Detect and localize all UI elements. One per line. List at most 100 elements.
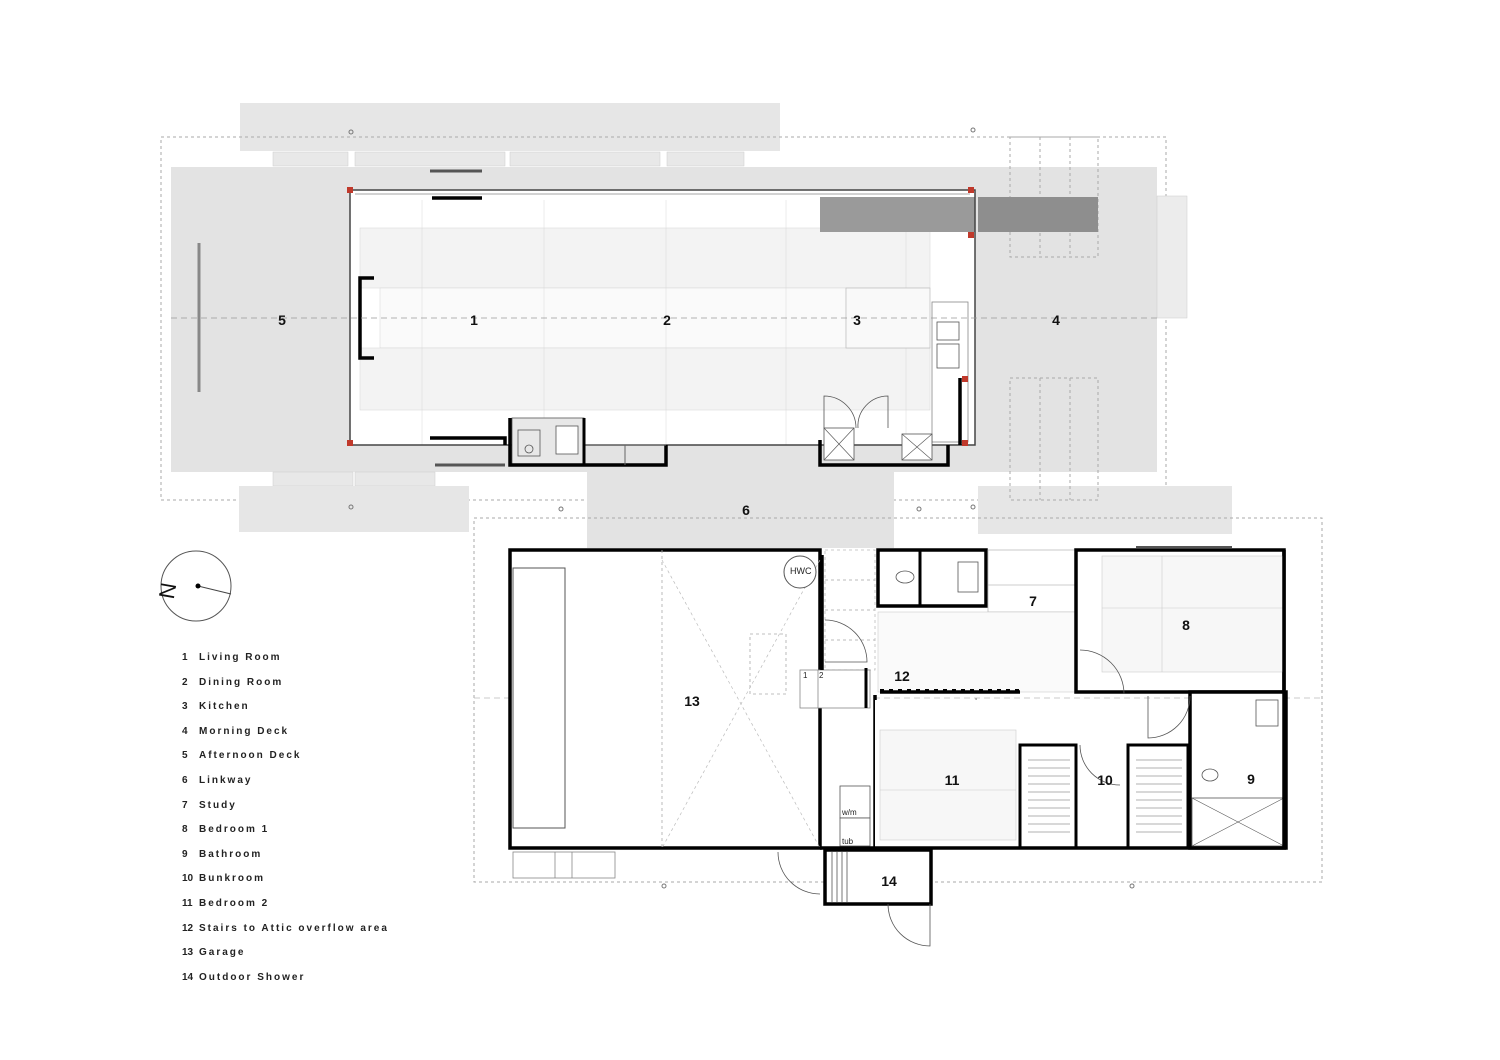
pantry-dark <box>820 197 975 232</box>
room-number-1: 1 <box>470 312 478 328</box>
legend-room-name: Morning Deck <box>199 725 290 737</box>
legend-number: 6 <box>182 774 188 786</box>
legend-number: 11 <box>182 897 193 909</box>
upper-pavilion <box>160 103 1232 534</box>
post-marker <box>962 376 968 382</box>
door-swing <box>777 851 821 895</box>
door-swing <box>857 395 889 429</box>
step-bottom-2 <box>354 471 436 487</box>
wall-segment <box>508 418 668 467</box>
legend-number: 4 <box>182 725 188 737</box>
outdoor-shower <box>823 848 933 906</box>
north-arrow: N <box>154 550 232 622</box>
wall-segment <box>818 440 950 467</box>
room-number-3: 3 <box>853 312 861 328</box>
legend-number: 8 <box>182 824 188 836</box>
legend-item: 8 Bedroom 1 <box>182 824 389 849</box>
cross-line <box>901 433 933 461</box>
post-marker <box>968 232 974 238</box>
bunk-slats <box>1028 759 1182 833</box>
room-number-14: 14 <box>881 873 897 889</box>
legend-room-name: Bedroom 1 <box>199 824 270 836</box>
north-arrow-pivot <box>195 583 201 589</box>
door-swing <box>1079 744 1121 786</box>
pergola-bottom <box>1009 377 1099 501</box>
legend-room-name: Bathroom <box>199 848 263 860</box>
room-number-7: 7 <box>1029 593 1037 609</box>
room-number-6: 6 <box>742 502 750 518</box>
cross-line <box>823 427 855 461</box>
north-arrow-label: N <box>154 581 181 601</box>
garage-cabinets <box>512 851 616 879</box>
step-bottom-1 <box>272 471 354 487</box>
legend-number: 9 <box>182 848 188 860</box>
post-marker <box>347 440 353 446</box>
basin-icon <box>957 561 979 593</box>
room-number-9: 9 <box>1247 771 1255 787</box>
deck-step-right <box>1156 195 1188 319</box>
bed-1 <box>1101 555 1285 673</box>
shower-slats <box>831 852 848 902</box>
garage-dashed <box>661 559 821 849</box>
room-number-8: 8 <box>1182 617 1190 633</box>
stair-label-1: 1 <box>803 671 808 680</box>
stair-label-2: 2 <box>819 671 824 680</box>
survey-marker <box>970 127 976 133</box>
legend-room-name: Bunkroom <box>199 873 265 885</box>
legend-item: 1 Living Room <box>182 652 389 677</box>
floor-band-3 <box>359 347 931 411</box>
room-number-13: 13 <box>684 693 700 709</box>
room-number-10: 10 <box>1097 772 1113 788</box>
survey-marker <box>916 506 922 512</box>
hot-water-cylinder <box>783 555 817 589</box>
post-marker <box>968 187 974 193</box>
cross-line <box>1191 797 1285 847</box>
legend-item: 11 Bedroom 2 <box>182 898 389 923</box>
bunk-right <box>1126 743 1190 850</box>
door-swing <box>887 903 931 947</box>
step-top-4 <box>666 151 745 167</box>
legend-item: 9 Bathroom <box>182 849 389 874</box>
legend-room-name: Living Room <box>199 652 282 663</box>
legend-number: 13 <box>182 947 194 959</box>
room-number-12: 12 <box>894 668 910 684</box>
post-marker <box>347 187 353 193</box>
step-top-2 <box>354 151 506 167</box>
legend-room-name: Bedroom 2 <box>199 897 270 909</box>
hwc-label: HWC <box>790 566 812 576</box>
wm-label: w/m <box>841 808 857 817</box>
laundry-wm <box>839 785 871 819</box>
sink-icon <box>936 321 960 341</box>
door-swing <box>1079 649 1125 695</box>
bed-2 <box>879 729 1017 841</box>
legend-number: 5 <box>182 750 188 762</box>
legend-number: 1 <box>182 652 188 663</box>
wall-segment <box>430 436 507 445</box>
wc-icon <box>517 429 541 457</box>
survey-marker <box>558 506 564 512</box>
kitchen-bench <box>931 301 969 443</box>
step-top-3 <box>509 151 661 167</box>
roof-eave-top <box>240 103 780 151</box>
room-number-5: 5 <box>278 312 286 328</box>
room-number-2: 2 <box>663 312 671 328</box>
legend-number: 2 <box>182 676 188 688</box>
post-marker <box>962 440 968 446</box>
door-swing <box>824 619 868 663</box>
legend-number: 12 <box>182 922 194 934</box>
cooktop-icon <box>936 343 960 369</box>
garage-bench <box>512 567 566 829</box>
bunk-left <box>1018 743 1078 850</box>
attic-hatch <box>749 633 787 695</box>
toilet-icon <box>895 570 915 584</box>
